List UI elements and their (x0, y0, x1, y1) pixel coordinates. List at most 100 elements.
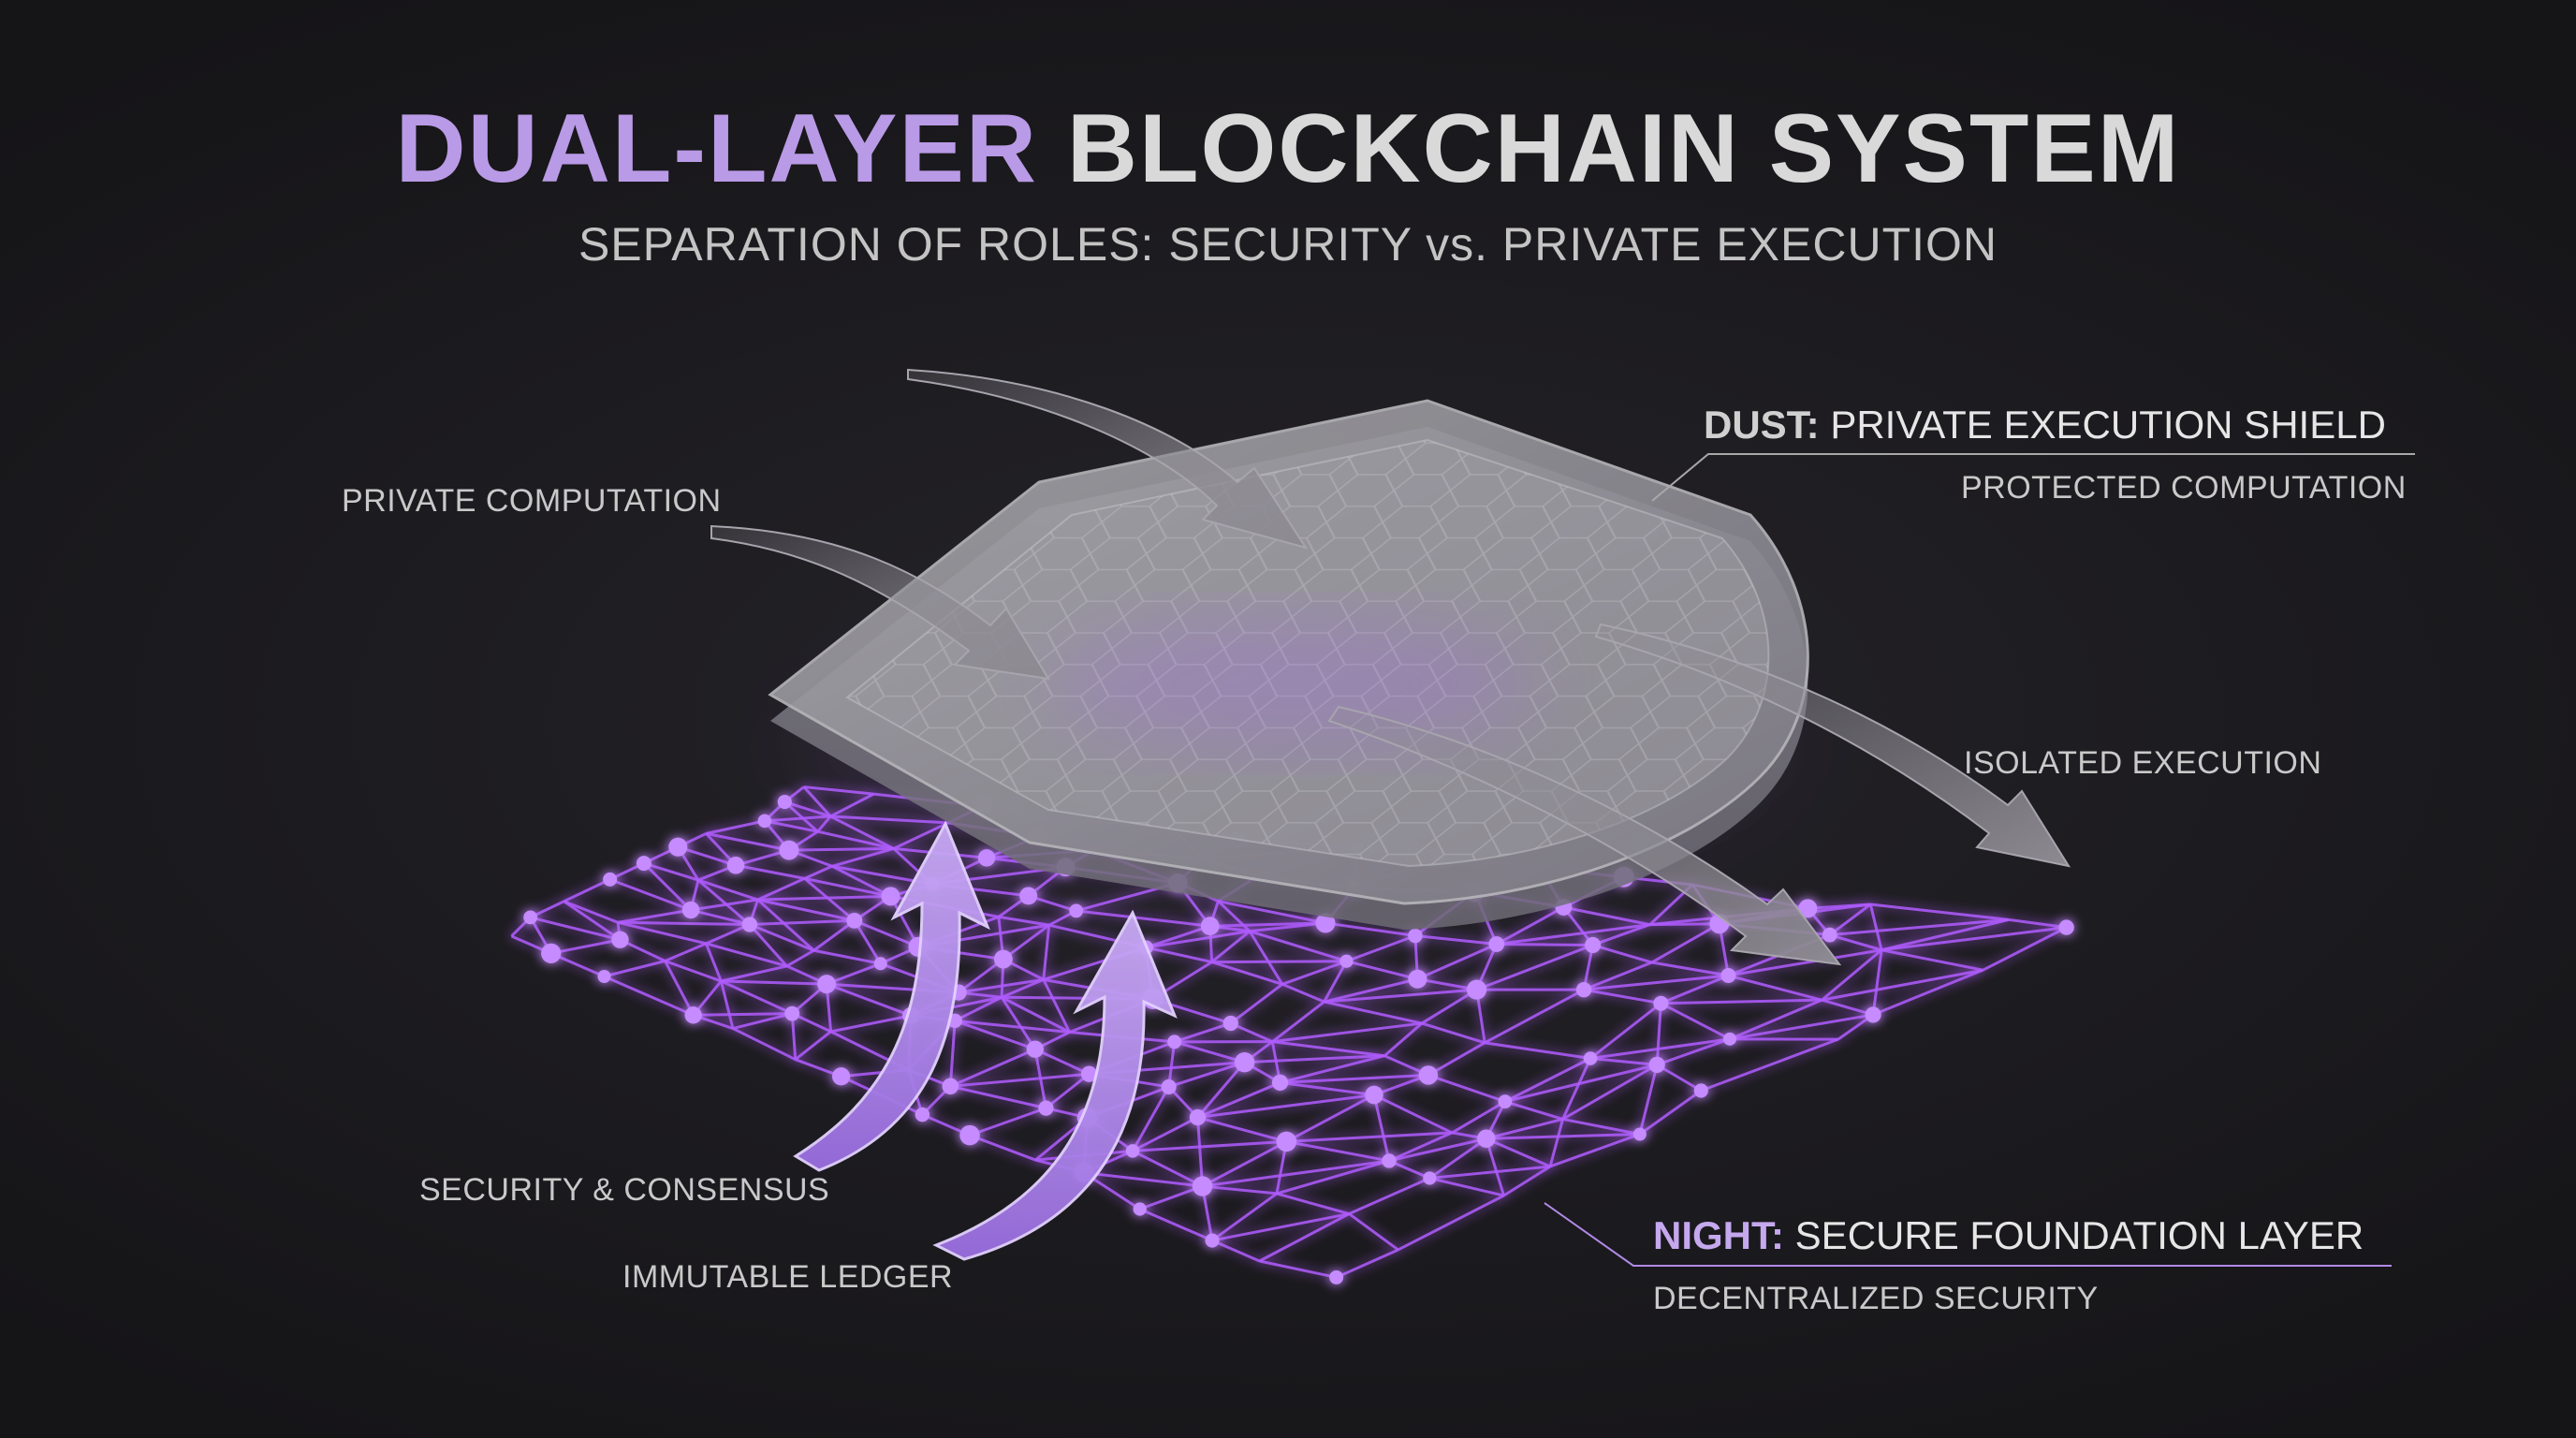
mesh-link (1324, 1000, 1423, 1025)
mesh-link (1272, 1021, 1423, 1044)
mesh-node (1125, 1144, 1140, 1158)
mesh-link (1388, 1131, 1453, 1163)
mesh-node (1026, 1040, 1044, 1058)
mesh-link (642, 862, 693, 912)
mesh-link (1209, 921, 1326, 928)
mesh-link (732, 1027, 797, 1062)
mesh-link (1272, 1040, 1385, 1058)
mesh-link (697, 878, 759, 902)
mesh-node (777, 794, 792, 810)
mesh-node (1339, 954, 1354, 968)
mesh-link (831, 864, 892, 898)
mesh-link (1323, 961, 1348, 1003)
mesh-link (1650, 922, 1720, 964)
mesh-link (1496, 923, 1650, 946)
mesh-link (603, 975, 695, 1017)
mesh-link (1132, 1150, 1204, 1188)
mesh-link (1700, 1037, 1839, 1093)
mesh-link (1000, 996, 1037, 1050)
mesh-link (969, 1107, 1046, 1137)
mesh-link (831, 846, 895, 868)
mesh-node (1488, 936, 1505, 952)
mesh-link (1660, 1002, 1731, 1041)
mesh-link (812, 919, 856, 952)
label-security-consensus: SECURITY & CONSENSUS (419, 1172, 830, 1208)
mesh-node (1205, 1233, 1220, 1248)
mesh-link (1388, 1159, 1430, 1180)
mesh-link (1218, 900, 1326, 925)
mesh-link (783, 800, 831, 818)
mesh-node (597, 969, 611, 984)
mesh-link (1728, 974, 1822, 1002)
title-accent: DUAL-LAYER (395, 95, 1038, 203)
mesh-link (950, 1072, 1090, 1088)
mesh-link (1982, 926, 2068, 972)
mesh-node (846, 912, 863, 929)
mesh-link (1145, 924, 1211, 949)
mesh-node (726, 857, 745, 874)
mesh-link (948, 1020, 957, 1087)
mesh-link (764, 814, 831, 823)
flow-arrows (710, 368, 2071, 966)
mesh-link (1549, 1133, 1641, 1168)
mesh-link (735, 863, 805, 880)
dust-subheading: PROTECTED COMPUTATION (1961, 470, 2407, 506)
page-title: DUAL-LAYER BLOCKCHAIN SYSTEM (0, 94, 2576, 205)
mesh-node (1271, 1074, 1289, 1092)
mesh-link (826, 961, 882, 986)
mesh-link (1276, 1192, 1350, 1215)
mesh-link (1202, 1159, 1390, 1188)
mesh-link (1229, 983, 1283, 1025)
mesh-node (1192, 1176, 1213, 1196)
mesh-link (998, 915, 1049, 927)
mesh-link (563, 900, 619, 924)
mesh-link (677, 845, 737, 867)
mesh-node (1418, 1065, 1439, 1085)
label-isolated-execution: ISOLATED EXECUTION (1964, 745, 2322, 781)
mesh-link (749, 918, 855, 927)
mesh-link (949, 1048, 1036, 1088)
mesh-link (794, 1030, 832, 1061)
mesh-node (959, 1124, 980, 1146)
mesh-link (664, 960, 722, 983)
mesh-link (1428, 1176, 1504, 1197)
mesh-link (1248, 930, 1284, 986)
mesh-node (1648, 1056, 1665, 1073)
mesh-link (958, 977, 1044, 994)
dust-key: DUST: (1704, 403, 1820, 447)
mesh-node (1822, 927, 1837, 943)
mesh-link (958, 958, 1004, 994)
mesh-link (1259, 1259, 1337, 1279)
leader-lines (1544, 453, 2415, 1267)
mesh-node (523, 910, 538, 925)
mesh-link (719, 980, 735, 1029)
mesh-link (783, 800, 819, 833)
mesh-link (1202, 1184, 1278, 1196)
mesh-node (757, 814, 772, 829)
mesh-link (1258, 1212, 1351, 1263)
mesh-link (1821, 948, 1883, 1002)
mesh-link (1276, 1159, 1390, 1196)
mesh-link (1829, 917, 2010, 937)
mesh-link (804, 876, 891, 898)
mesh-link (1249, 930, 1347, 963)
mesh-link (1583, 974, 1729, 991)
mesh-link (1592, 923, 1651, 946)
mesh-link (1168, 1061, 1246, 1089)
mesh-node (1069, 903, 1084, 918)
mesh-node (915, 1107, 930, 1123)
ledger-arrow-icon (932, 909, 1178, 1261)
upward-arrows (793, 820, 1178, 1261)
mesh-link (1383, 1021, 1423, 1057)
mesh-node (1080, 1065, 1098, 1082)
mesh-node (1477, 1129, 1496, 1148)
mesh-link (1201, 1140, 1288, 1188)
mesh-link (1427, 1041, 1486, 1077)
mesh-link (803, 877, 856, 922)
mesh-link (1042, 978, 1072, 1034)
mesh-node (1865, 1006, 1881, 1023)
mesh-link (720, 979, 793, 1016)
mesh-node (1161, 1078, 1177, 1094)
mesh-link (1416, 943, 1498, 981)
mesh-link (1286, 1131, 1453, 1143)
